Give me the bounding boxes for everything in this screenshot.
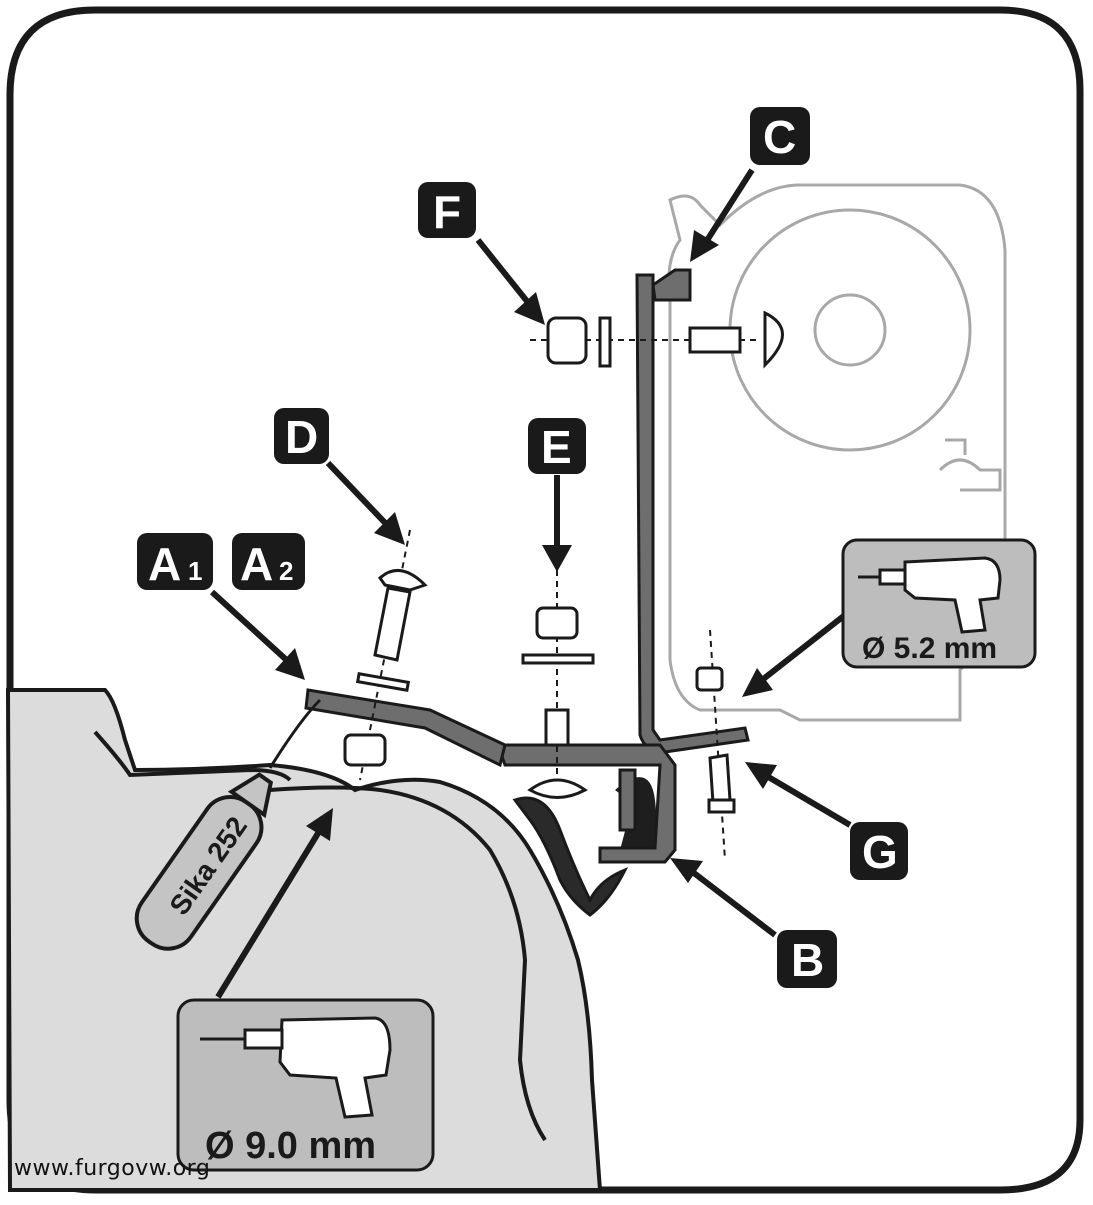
bolt-g-assembly (695, 629, 736, 861)
drill-panel-small: Ø 5.2 mm (841, 538, 1037, 669)
svg-text:F: F (433, 186, 461, 238)
drill-icon (200, 1016, 392, 1119)
label-b: B (777, 930, 837, 988)
bolt-e-assembly (521, 570, 595, 800)
label-e: E (528, 418, 586, 474)
drill-icon (858, 556, 1002, 634)
svg-text:A: A (148, 538, 181, 590)
svg-text:B: B (791, 934, 824, 986)
sealant-tube: Sika 252 (134, 698, 322, 951)
svg-text:E: E (541, 421, 572, 473)
rail-profile (512, 796, 629, 917)
rivet-d-assembly (343, 529, 428, 781)
svg-text:D: D (285, 411, 318, 463)
adapter-inner-hook (618, 768, 637, 832)
bracket-top-hook (651, 268, 692, 302)
label-f: F (418, 182, 476, 238)
svg-text:C: C (763, 111, 796, 163)
label-d: D (274, 408, 329, 464)
svg-text:2: 2 (279, 556, 293, 586)
clamp-plate (304, 688, 507, 768)
svg-text:G: G (862, 826, 898, 878)
svg-text:1: 1 (188, 556, 202, 586)
bolt-f-assembly (530, 310, 784, 369)
drill-small-diameter: Ø 5.2 mm (862, 632, 997, 665)
watermark: www.furgovw.org (14, 1156, 211, 1181)
label-a2: A 2 (232, 533, 305, 590)
svg-text:A: A (240, 538, 273, 590)
label-c: C (750, 107, 810, 165)
adapter-plate (495, 743, 677, 864)
arrows (209, 168, 852, 999)
drill-large-diameter: Ø 9.0 mm (205, 1125, 376, 1167)
label-g: G (850, 822, 908, 880)
roof-inner-contour (269, 785, 547, 1142)
label-a1: A 1 (137, 533, 213, 590)
roof-line (93, 730, 292, 782)
drill-panel-large: Ø 9.0 mm (176, 998, 435, 1172)
